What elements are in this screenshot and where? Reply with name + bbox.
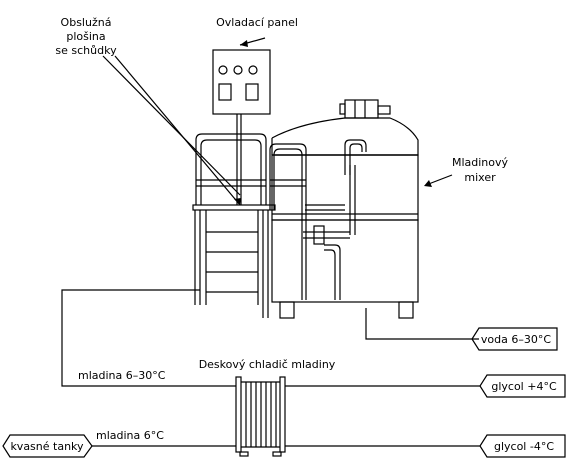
callout-boxes — [2, 327, 566, 458]
mixer-label-line2: mixer — [464, 171, 496, 184]
platform-label-line1: Obslužná — [61, 16, 112, 29]
fermenters-label: kvasné tanky — [10, 440, 84, 453]
wort-mixer-tank — [271, 99, 419, 319]
platform-label-line2: plošina — [66, 30, 105, 43]
arrowheads — [234, 40, 432, 205]
glycol-out-label: glycol +4°C — [491, 380, 557, 393]
service-platform — [192, 133, 307, 318]
water-label: voda 6–30°C — [481, 333, 551, 346]
plate-chiller — [235, 376, 286, 457]
glycol-in-label: glycol -4°C — [494, 440, 554, 453]
control-panel-label: Ovladací panel — [216, 16, 298, 29]
platform-label-line3: se schůdky — [55, 44, 117, 57]
mixer-label-line1: Mladinový — [452, 156, 509, 169]
control-panel — [212, 49, 271, 205]
pipes — [61, 289, 480, 447]
chiller-label: Deskový chladič mladiny — [199, 358, 336, 371]
wort-in-label: mladina 6–30°C — [78, 369, 166, 382]
wort-out-label: mladina 6°C — [96, 429, 164, 442]
